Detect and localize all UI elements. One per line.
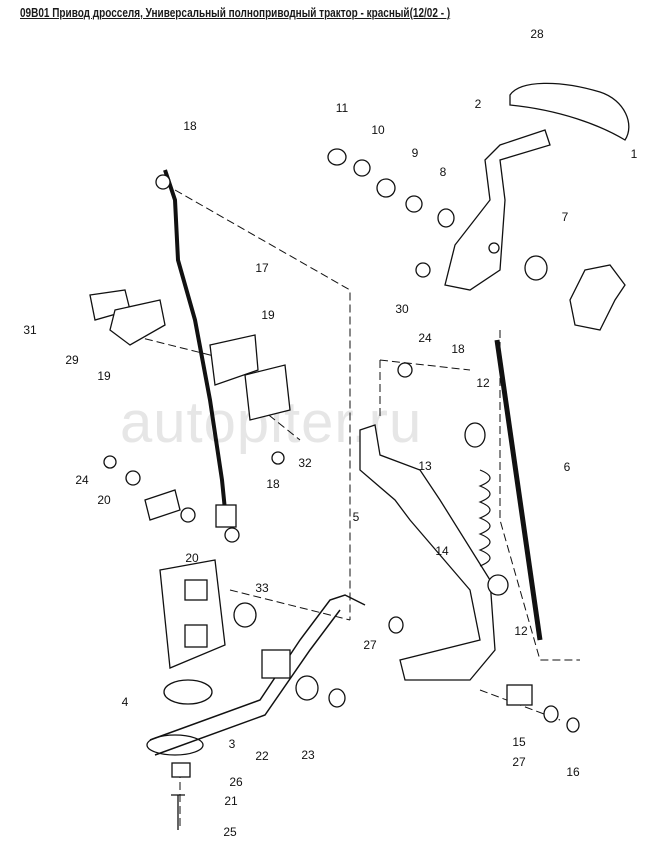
callout-1: 1 [630,147,638,161]
pedal-bracket [359,424,496,681]
rod [494,339,543,641]
callout-20: 20 [97,493,111,507]
callout-21: 21 [224,794,238,808]
callout-32: 32 [298,456,312,470]
callout-24: 24 [418,331,432,345]
callout-2: 2 [474,97,482,111]
guide-lines [109,189,580,830]
callout-22: 22 [255,749,269,763]
callout-29: 29 [65,353,79,367]
callout-8: 8 [439,165,447,179]
callout-30: 30 [395,302,409,316]
callout-19: 19 [97,369,111,383]
knob [569,264,626,331]
spring [478,469,491,567]
throttle-lever [149,594,366,756]
callout-19: 19 [261,308,275,322]
callout-17: 17 [255,261,269,275]
callout-14: 14 [435,544,449,558]
callout-13: 13 [418,459,432,473]
callout-9: 9 [411,146,419,160]
callout-18: 18 [183,119,197,133]
callout-18: 18 [266,477,280,491]
callout-4: 4 [121,695,129,709]
callout-3: 3 [228,737,236,751]
callout-25: 25 [223,825,237,839]
callout-27: 27 [512,755,526,769]
callout-7: 7 [561,210,569,224]
callout-31: 31 [23,323,37,337]
washers [103,148,580,733]
callout-12: 12 [476,376,490,390]
throttle-cable [163,169,227,511]
callout-24: 24 [75,473,89,487]
callout-18: 18 [451,342,465,356]
callout-33: 33 [255,581,269,595]
pedal-arm [444,129,551,291]
pedal-pad [509,82,630,141]
diagram-title: 09B01 Привод дросселя, Универсальный пол… [20,6,451,20]
callout-28: 28 [530,27,544,41]
callout-12: 12 [514,624,528,638]
callout-26: 26 [229,775,243,789]
callout-10: 10 [371,123,385,137]
callout-15: 15 [512,735,526,749]
callout-20: 20 [185,551,199,565]
callout-6: 6 [563,460,571,474]
callout-11: 11 [335,101,349,115]
callout-27: 27 [363,638,377,652]
callout-5: 5 [352,510,360,524]
callout-16: 16 [566,765,580,779]
callout-23: 23 [301,748,315,762]
mount-plate [159,559,226,669]
